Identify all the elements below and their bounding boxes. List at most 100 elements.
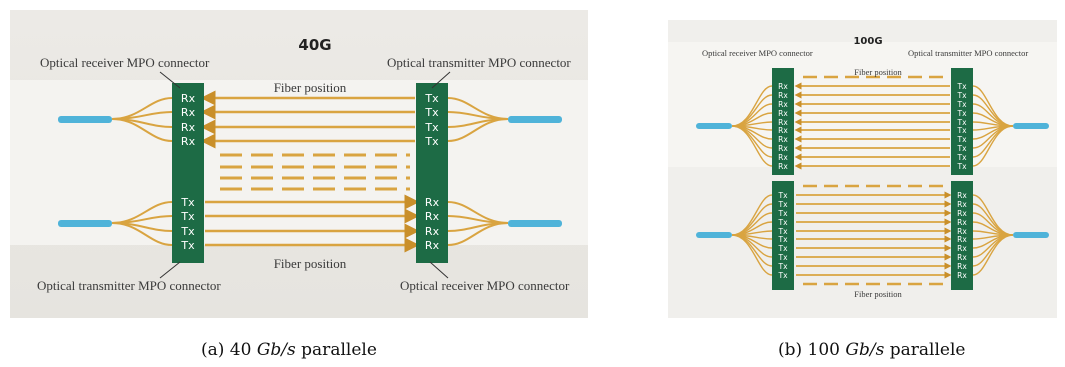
port-label: Tx <box>424 135 439 148</box>
label-fiber-position: Fiber position <box>854 67 902 77</box>
port-label: Tx <box>956 100 967 109</box>
port-label: Rx <box>181 121 196 134</box>
connector-left-bottom-100g <box>772 181 794 290</box>
diagram-title: 100G <box>853 36 882 47</box>
port-label: Tx <box>180 225 195 238</box>
fibers-top-100g <box>794 82 950 170</box>
caption-40g: (a) 40 Gb/s parallele <box>201 340 377 360</box>
port-label: Rx <box>957 244 967 253</box>
port-label: Tx <box>777 227 788 236</box>
connector-left-top-100g <box>772 68 794 175</box>
label-fiber-position: Fiber position <box>274 80 347 95</box>
port-label: Rx <box>957 191 967 200</box>
diagram-40g-svg: Rx Rx Rx Rx Tx Tx Tx Tx Tx Tx Tx Tx Rx R… <box>10 10 588 318</box>
fanout-fibers-100g <box>731 85 1014 276</box>
caption-unit: Gb/s <box>845 340 885 360</box>
caption-unit: Gb/s <box>256 340 296 360</box>
port-label: Tx <box>424 106 439 119</box>
port-label: Tx <box>956 109 967 118</box>
port-label: Rx <box>778 118 788 127</box>
label-transmitter-connector: Optical transmitter MPO connector <box>37 278 221 293</box>
label-receiver-connector: Optical receiver MPO connector <box>702 48 813 58</box>
port-label: Rx <box>957 271 967 280</box>
fibers-bottom-100g <box>796 191 952 279</box>
port-label: Tx <box>956 153 967 162</box>
caption-100g: (b) 100 Gb/s parallele <box>778 340 965 360</box>
port-label: Rx <box>425 196 440 209</box>
caption-suffix: parallele <box>884 340 966 360</box>
diagram-title: 40G <box>298 36 331 54</box>
port-label: Rx <box>778 109 788 118</box>
port-label: Rx <box>778 91 788 100</box>
port-label: Tx <box>956 126 967 135</box>
cable-top-right <box>508 116 562 123</box>
port-label: Tx <box>956 91 967 100</box>
label-receiver-connector: Optical receiver MPO connector <box>40 55 210 70</box>
cable-bottom-left <box>696 232 732 238</box>
port-label: Tx <box>424 121 439 134</box>
port-label: Rx <box>778 153 788 162</box>
port-label: Rx <box>425 239 440 252</box>
port-label: Tx <box>180 210 195 223</box>
cable-bottom-right <box>508 220 562 227</box>
fibers-bottom-40g <box>205 194 420 253</box>
connector-right-40g <box>416 83 448 263</box>
port-label: Rx <box>957 209 967 218</box>
connector-right-top-100g <box>951 68 973 175</box>
caption-prefix: (b) 100 <box>778 340 846 360</box>
port-label: Rx <box>181 106 196 119</box>
port-label: Rx <box>778 126 788 135</box>
cable-top-left <box>58 116 112 123</box>
port-label: Tx <box>777 235 788 244</box>
diagram-40g: Rx Rx Rx Rx Tx Tx Tx Tx Tx Tx Tx Tx Rx R… <box>10 10 588 318</box>
port-label: Tx <box>777 200 788 209</box>
port-label: Tx <box>180 239 195 252</box>
fibers-unused-100g <box>803 75 948 286</box>
label-transmitter-connector: Optical transmitter MPO connector <box>387 55 571 70</box>
port-label: Rx <box>778 135 788 144</box>
leader-lines-40g <box>159 71 451 279</box>
port-label: Rx <box>957 200 967 209</box>
port-label: Rx <box>778 82 788 91</box>
port-label: Tx <box>777 262 788 271</box>
caption-suffix: parallele <box>295 340 377 360</box>
port-label: Tx <box>424 92 439 105</box>
connector-left-40g <box>172 83 204 263</box>
cable-bottom-left <box>58 220 112 227</box>
label-transmitter-connector: Optical transmitter MPO connector <box>908 48 1028 58</box>
port-label: Rx <box>181 92 196 105</box>
port-label: Rx <box>957 227 967 236</box>
port-label: Tx <box>956 162 967 171</box>
port-label: Tx <box>777 244 788 253</box>
port-label: Tx <box>777 271 788 280</box>
label-fiber-position: Fiber position <box>274 256 347 271</box>
port-label: Tx <box>777 218 788 227</box>
port-label: Tx <box>777 191 788 200</box>
port-label: Rx <box>957 253 967 262</box>
fanout-fibers-40g <box>111 97 509 246</box>
port-label: Rx <box>778 162 788 171</box>
port-label: Tx <box>777 253 788 262</box>
port-label: Rx <box>425 225 440 238</box>
fibers-top-40g <box>200 90 415 149</box>
port-label: Rx <box>425 210 440 223</box>
port-label: Tx <box>180 196 195 209</box>
fibers-unused-40g <box>220 153 410 191</box>
diagram-100g-svg: Rx Rx Rx Rx Rx Rx Rx Rx Rx Rx Tx Tx Tx T… <box>668 20 1057 318</box>
label-receiver-connector: Optical receiver MPO connector <box>400 278 570 293</box>
port-label: Tx <box>956 144 967 153</box>
port-label: Rx <box>778 100 788 109</box>
port-label: Tx <box>956 82 967 91</box>
port-label: Rx <box>778 144 788 153</box>
cable-bottom-right <box>1013 232 1049 238</box>
port-label: Rx <box>181 135 196 148</box>
port-label: Tx <box>956 118 967 127</box>
diagram-100g: Rx Rx Rx Rx Rx Rx Rx Rx Rx Rx Tx Tx Tx T… <box>668 20 1057 318</box>
port-label: Tx <box>956 135 967 144</box>
port-label: Tx <box>777 209 788 218</box>
connector-right-bottom-100g <box>951 181 973 290</box>
cable-top-right <box>1013 123 1049 129</box>
port-label: Rx <box>957 218 967 227</box>
cable-top-left <box>696 123 732 129</box>
port-label: Rx <box>957 235 967 244</box>
